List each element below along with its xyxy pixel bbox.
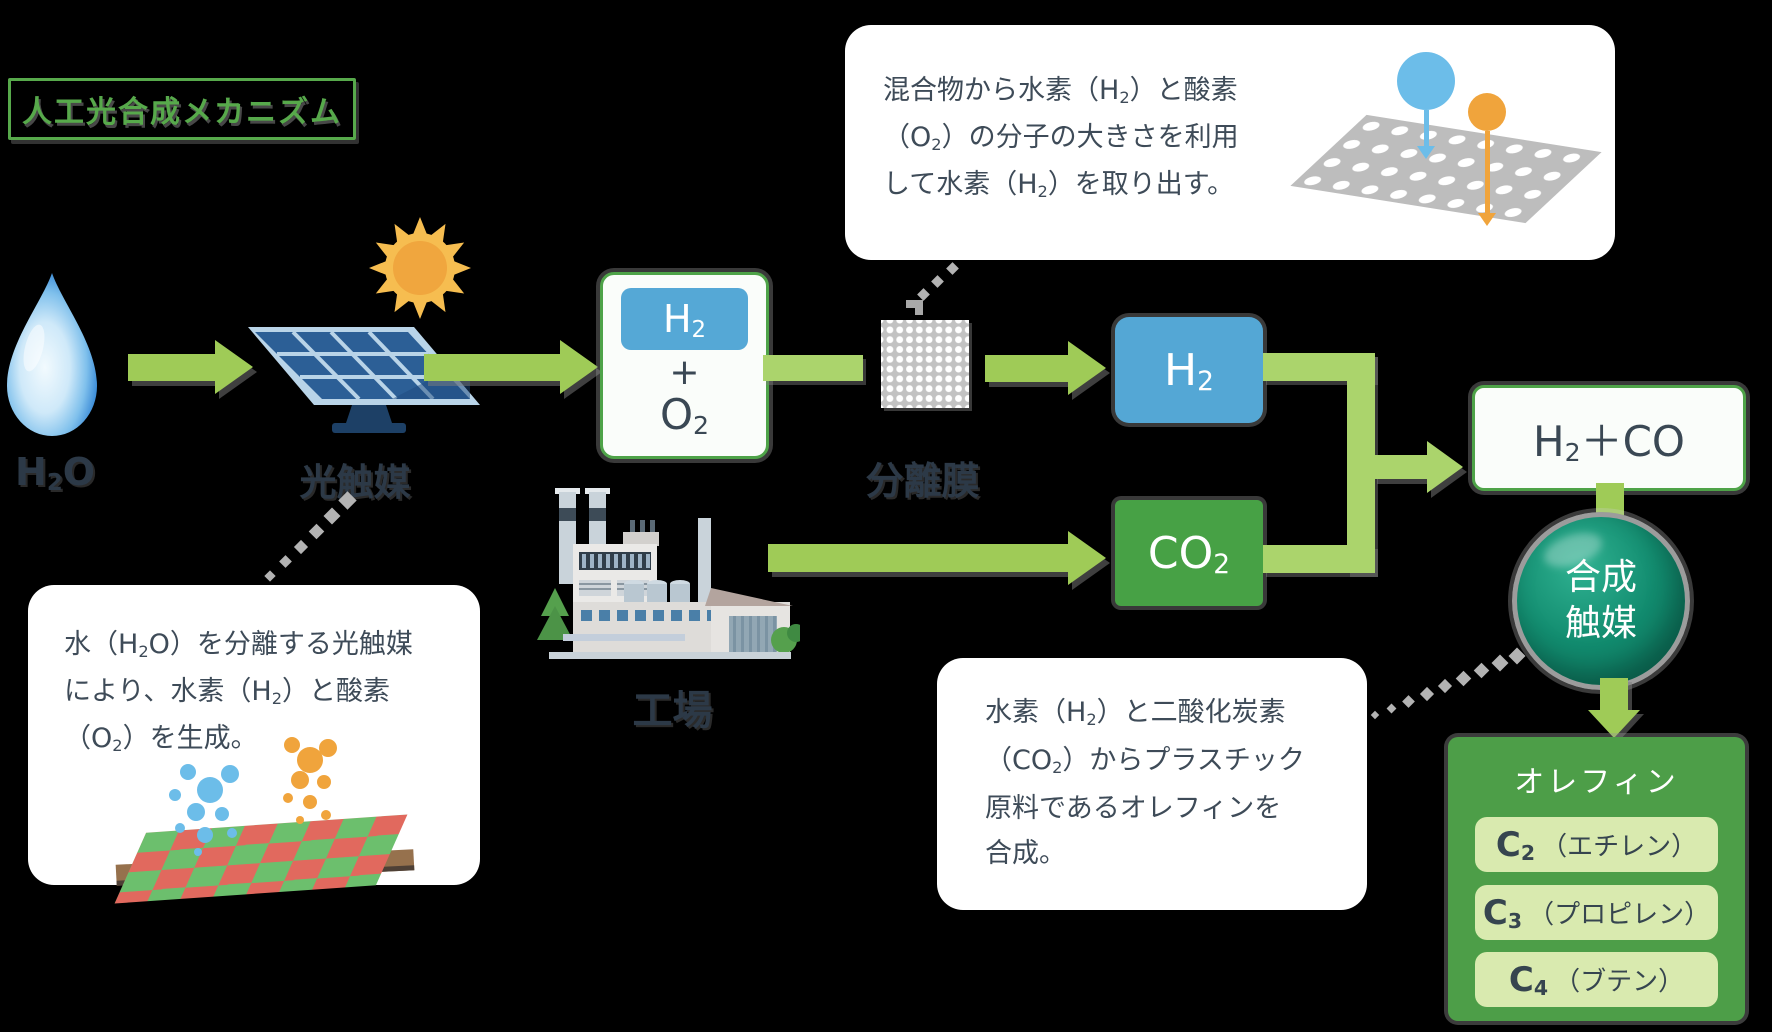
membrane-label: 分離膜 (865, 459, 980, 503)
dot (1473, 662, 1490, 679)
dot (1402, 695, 1415, 708)
olefin-c4-name: （ブテン） (1554, 967, 1685, 997)
hydrogen-box: H2 (1115, 317, 1263, 423)
dot (917, 288, 930, 301)
dot (264, 570, 276, 582)
catalyst-line2: 触媒 (1564, 603, 1637, 644)
olefin-c2-formula: C2 (1495, 824, 1536, 865)
factory-icon (535, 488, 805, 664)
callout-membrane-line2: （O2）の分子の大きさを利用 (883, 122, 1239, 154)
mixture-plus: + (669, 351, 700, 393)
water-drop-icon (2, 270, 102, 444)
arrow-factory-to-co2 (768, 531, 1106, 585)
callout-synthesis-line3: 原料であるオレフィンを (985, 793, 1282, 824)
o2-molecule-arrow (1485, 131, 1490, 213)
dot (279, 555, 292, 568)
arrow-photocatalyst-to-mixture (424, 340, 598, 394)
dot (946, 262, 959, 275)
arrow-water-to-photocatalyst (128, 340, 253, 394)
h2-molecule-arrowhead (1417, 146, 1435, 159)
arrow-shaft (1373, 455, 1427, 479)
mixture-o2: O2 (659, 389, 710, 441)
factory-label: 工場 (632, 688, 713, 734)
arrow-head (560, 340, 598, 394)
arrow-merge-to-syngas (1373, 441, 1463, 493)
dot (1491, 654, 1509, 672)
pipe-syngas-to-catalyst (1596, 483, 1624, 515)
callout-photocatalyst-line2: により、水素（H2）と酸素 (64, 676, 390, 708)
hydrogen-formula: H2 (1164, 344, 1214, 398)
pipe-merge-vertical (1347, 353, 1375, 573)
co2-box: CO2 (1115, 500, 1263, 606)
olefin-box: オレフィン C2 （エチレン） C3 （プロピレン） C4 （ブテン） (1448, 737, 1745, 1021)
arrow-shaft (128, 353, 215, 381)
dot (1386, 703, 1397, 714)
arrow-head (215, 340, 253, 394)
dot (931, 275, 944, 288)
h2-molecule-icon (1397, 52, 1455, 110)
arrow-membrane-to-h2 (985, 341, 1106, 395)
arrow-head (1588, 710, 1640, 738)
syngas-formula: H2＋CO (1532, 416, 1685, 468)
h2-bubbles-icon (197, 777, 223, 803)
olefin-row-c4: C4 （ブテン） (1475, 952, 1718, 1007)
dot (293, 539, 309, 555)
diagram-title: 人工光合成メカニズム (22, 95, 342, 130)
dot (906, 300, 923, 308)
callout-photocatalyst-line1: 水（H2O）を分離する光触媒 (64, 629, 413, 661)
callout-synthesis-line2: （CO2）からプラスチック (985, 745, 1305, 777)
olefin-row-c2: C2 （エチレン） (1475, 817, 1718, 872)
catalyst-line1: 合成 (1564, 557, 1637, 598)
arrow-shaft (1600, 678, 1628, 710)
callout-photocatalyst-line3: （O2）を生成。 (64, 723, 258, 755)
photocatalyst-label: 光触媒 (299, 461, 411, 504)
dot (1419, 686, 1435, 702)
olefin-c4-formula: C4 (1508, 959, 1549, 1000)
dot (323, 507, 341, 525)
mixture-box: H2 + O2 (600, 272, 769, 459)
callout-synthesis: 水素（H2）と二酸化炭素 （CO2）からプラスチック 原料であるオレフィンを 合… (937, 658, 1367, 910)
dot (1455, 670, 1472, 687)
water-label: H2O (15, 450, 95, 497)
arrow-shaft (985, 354, 1068, 382)
olefin-c3-formula: C3 (1482, 892, 1523, 933)
dot (1370, 710, 1380, 720)
dot (1437, 678, 1453, 694)
o2-bubbles-icon (297, 747, 323, 773)
olefin-row-c3: C3 （プロピレン） (1475, 885, 1718, 940)
syngas-box: H2＋CO (1472, 385, 1746, 491)
diagram-title-box: 人工光合成メカニズム (8, 78, 356, 140)
arrow-head (1068, 341, 1106, 395)
solar-panel-icon (240, 325, 485, 441)
dot (308, 523, 325, 540)
arrow-shaft (768, 544, 1068, 572)
callout-membrane-line1: 混合物から水素（H2）と酸素 (883, 75, 1238, 107)
callout-synthesis-line4: 合成。 (985, 838, 1066, 869)
olefin-c2-name: （エチレン） (1541, 832, 1698, 862)
mixture-h2: H2 (662, 296, 707, 343)
arrow-head (1427, 441, 1463, 493)
callout-synthesis-line1: 水素（H2）と二酸化炭素 (985, 697, 1286, 729)
o2-molecule-icon (1468, 93, 1506, 131)
dot (1508, 647, 1526, 665)
h2-molecule-arrow (1424, 110, 1429, 146)
co2-formula: CO2 (1147, 527, 1231, 581)
arrow-head (1068, 531, 1106, 585)
olefin-c3-name: （プロピレン） (1528, 900, 1711, 930)
sun-icon (368, 216, 472, 324)
connector-mixture-to-membrane (763, 355, 863, 381)
synthesis-catalyst-sphere: 合成 触媒 (1512, 512, 1690, 690)
olefin-title: オレフィン (1514, 765, 1679, 800)
o2-molecule-arrowhead (1478, 213, 1496, 226)
membrane-grid-icon (881, 320, 969, 408)
callout-membrane-line3: して水素（H2）を取り出す。 (883, 169, 1235, 201)
dot (915, 300, 923, 315)
arrow-shaft (424, 353, 560, 381)
mixture-h2-chip: H2 (621, 287, 748, 350)
arrow-catalyst-to-olefin (1588, 678, 1640, 738)
